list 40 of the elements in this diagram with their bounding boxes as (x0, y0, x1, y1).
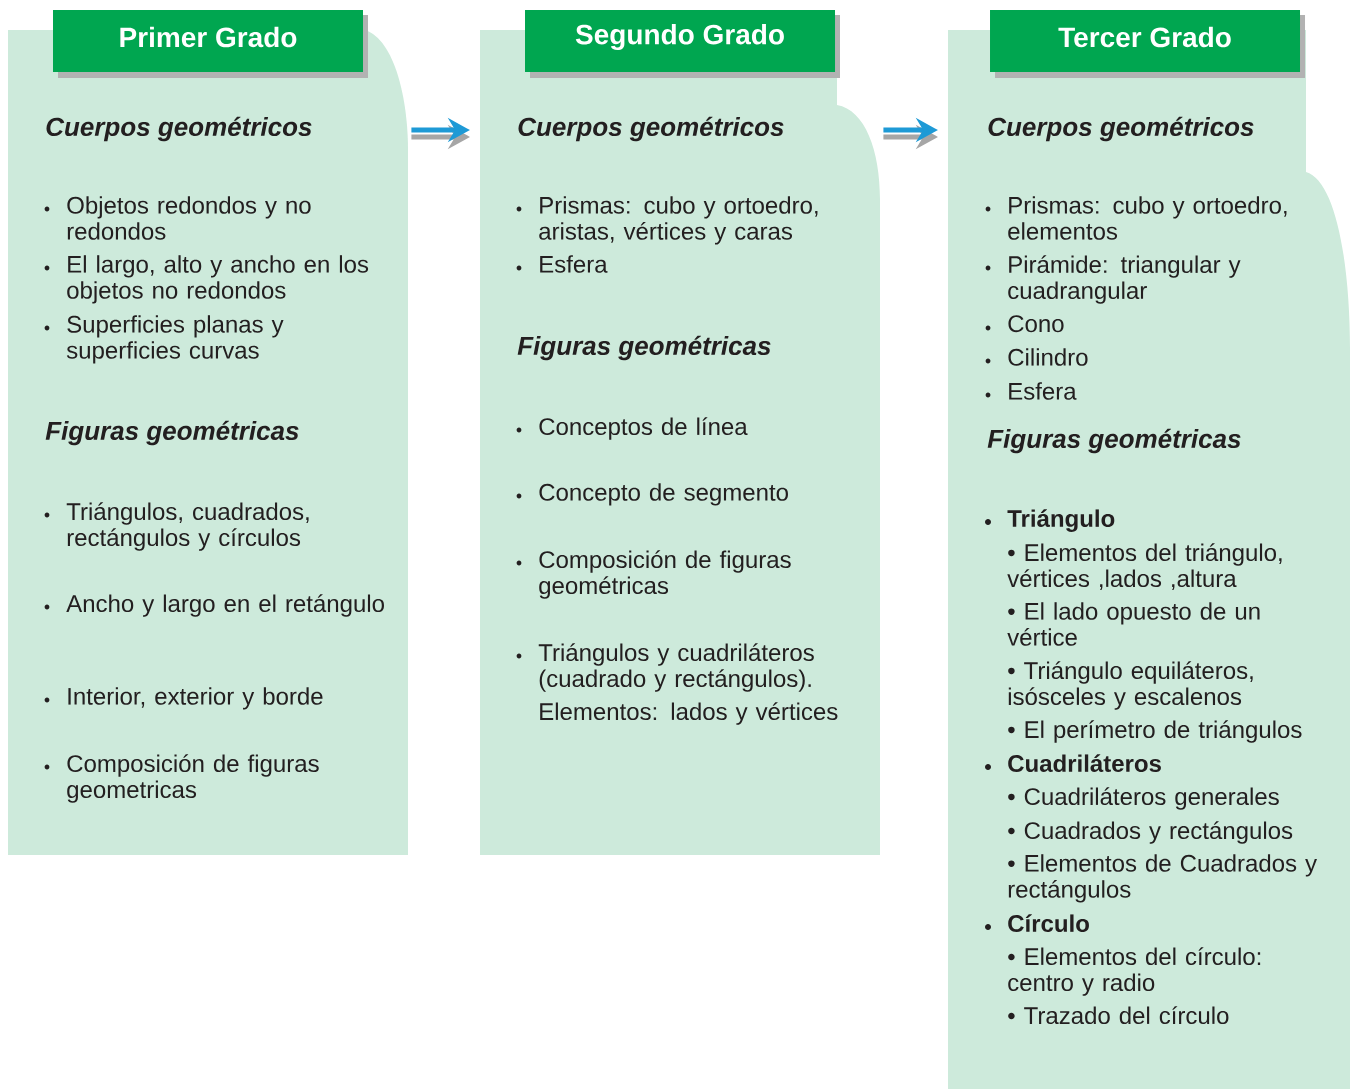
section-heading: Figuras geométricas (45, 420, 299, 446)
section-heading: Cuerpos geométricos (518, 116, 784, 142)
list-item: Círculo (985, 914, 1089, 933)
list-item: Cono (985, 315, 1064, 333)
list-item: • El lado opuesto de un vértice (1007, 602, 1260, 646)
section-heading: Figuras geométricas (517, 335, 771, 361)
list-item: Interior, exterior y borde (44, 687, 323, 710)
list-item: • Cuadriláteros generales (1008, 787, 1279, 810)
list-item: Cilindro (985, 348, 1088, 366)
list-item: Cuadriláteros (985, 754, 1161, 773)
section-heading: Cuerpos geométricos (988, 116, 1254, 142)
list-item: Esfera (516, 255, 608, 273)
grade-tab: Segundo Grado (525, 10, 840, 78)
list-item: Prismas: cubo y ortoedro, elementos (985, 196, 1287, 240)
list-item: Superficies planas y superficies curvas (44, 315, 284, 364)
list-item: Ancho y largo en el retángulo (44, 594, 384, 617)
list-item: • Triángulo equiláteros, isósceles y escalenos (1008, 661, 1253, 710)
list-item: Composición de figuras geométricas (516, 550, 791, 599)
list-item: Composición de figuras geometricas (44, 754, 319, 803)
list-item: Esfera (985, 382, 1077, 400)
list-item: Objetos redondos y no redondos (44, 196, 311, 240)
list-item: Concepto de segmento (516, 483, 788, 506)
list-item: • Elementos del triángulo, vértices ,lados ,altura (1007, 543, 1282, 590)
list-item: Pirámide: triangular y cuadrangular (985, 255, 1241, 304)
list-item: • Elementos de Cuadrados y rectángulos (1008, 854, 1317, 903)
list-item: • El perímetro de triángulos (1008, 720, 1302, 743)
list-item: Triángulo (985, 509, 1115, 532)
list-item: • Trazado del círculo (1008, 1006, 1229, 1025)
grade-tab: Primer Grado (53, 10, 368, 78)
section-heading: Figuras geométricas (987, 428, 1241, 454)
list-item: • Elementos del círculo: centro y radio (1008, 947, 1261, 996)
list-item: • Cuadrados y rectángulos (1008, 821, 1293, 844)
list-item: Conceptos de línea (516, 417, 748, 440)
list-item: Elementos: lados y vértices (540, 702, 838, 725)
section-heading: Cuerpos geométricos (46, 116, 312, 142)
list-item: Triángulos y cuadriláteros (cuadrado y rectángulos). (516, 643, 814, 692)
list-item: El largo, alto y ancho en los objetos no redondos (44, 255, 369, 304)
list-item: Prismas: cubo y ortoedro, aristas, vértices y caras (516, 196, 818, 245)
grade-tab: Tercer Grado (990, 10, 1305, 78)
list-item: Triángulos, cuadrados, rectángulos y círculos (44, 502, 309, 551)
